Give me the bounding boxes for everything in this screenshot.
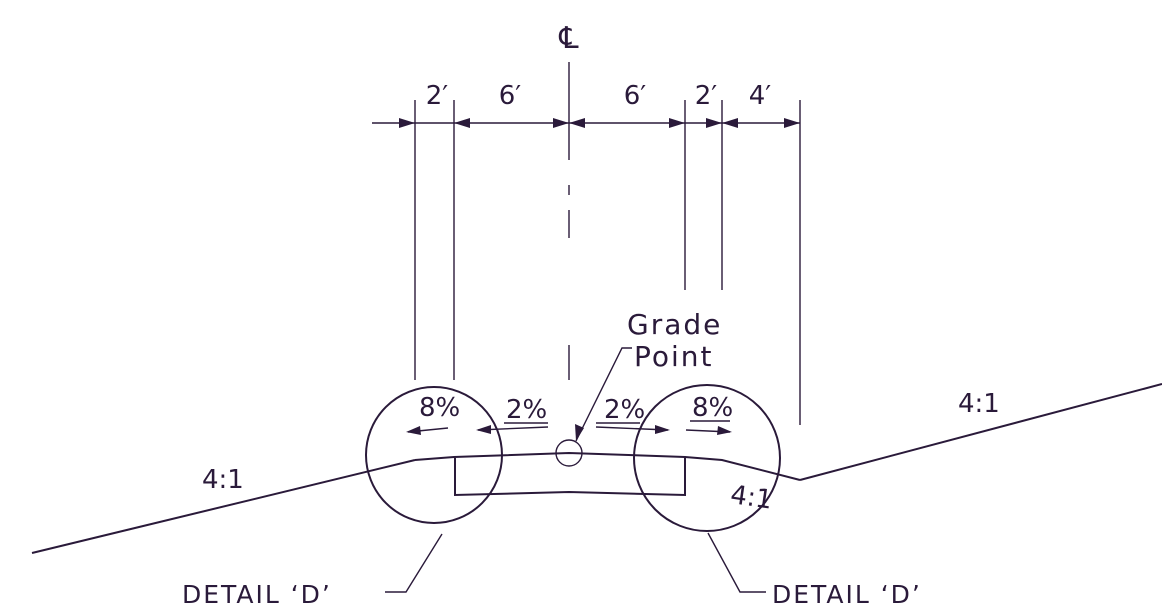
- grade-point-leader: [575, 347, 632, 442]
- pavement-box: [454, 458, 686, 497]
- detail-label-left: DETAIL ‘D’: [182, 580, 332, 609]
- slope-left-lane: 2%: [506, 395, 547, 425]
- detail-label-right: DETAIL ‘D’: [772, 580, 922, 609]
- detail-circle-right: [633, 384, 781, 532]
- detail-leader-left: [385, 533, 443, 593]
- slope-left-lane-arrowhead: [476, 425, 491, 434]
- slope-right-shoulder-arrowhead: [717, 426, 732, 435]
- slope-left-shoulder-arrowhead: [406, 426, 421, 435]
- slope-left-side: 4:1: [202, 465, 244, 495]
- grade-point-arrowhead: [575, 424, 584, 441]
- slope-right-lane-arrowhead: [655, 425, 670, 434]
- right-side-slope-line: [799, 383, 1162, 481]
- dim-label-right-lane: 6′: [624, 81, 647, 111]
- dim-label-left-lane: 6′: [499, 81, 522, 111]
- slope-right-fill: 4:1: [728, 480, 774, 516]
- grade-point-marker: [555, 439, 583, 467]
- dimension-arrowheads: [399, 118, 800, 128]
- dim-label-right-offset: 4′: [749, 81, 772, 111]
- road-surface: [414, 451, 801, 481]
- grade-point-label-2: Point: [634, 340, 714, 373]
- slope-right-shoulder: 8%: [692, 393, 733, 423]
- dim-label-right-shoulder: 2′: [695, 81, 718, 111]
- detail-circle-left: [365, 386, 503, 524]
- centerline-symbol: ℄: [558, 21, 578, 56]
- slope-right-side: 4:1: [958, 389, 1000, 419]
- detail-leader-right: [707, 532, 766, 593]
- slope-right-lane: 2%: [604, 395, 645, 425]
- left-side-slope-line: [31, 459, 416, 554]
- dim-label-left-shoulder: 2′: [426, 81, 449, 111]
- slope-left-shoulder: 8%: [419, 393, 460, 423]
- grade-point-label-1: Grade: [627, 308, 722, 341]
